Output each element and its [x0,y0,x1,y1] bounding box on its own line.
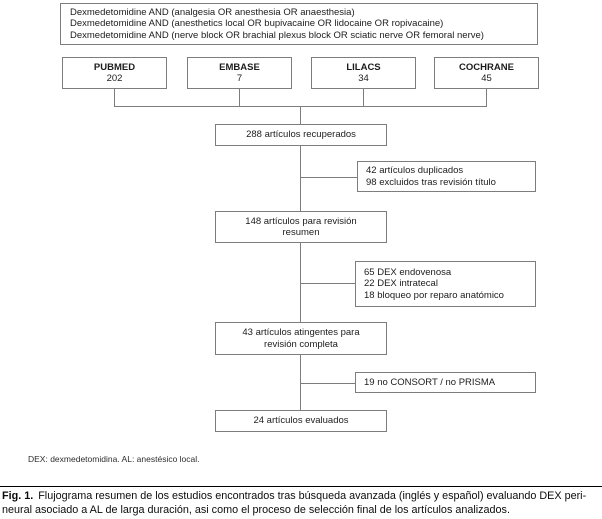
figure-caption: Fig. 1. Flujograma resumen de los estudio… [2,490,601,517]
connector-line [301,283,355,284]
excluded-abstract-line: 18 bloqueo por reparo anatómico [364,289,504,301]
connector-line [300,243,301,322]
database-count: 202 [106,73,123,84]
database-box-cochrane: COCHRANE 45 [434,57,539,89]
database-count: 7 [236,73,243,84]
connector-line [301,177,357,178]
connector-line [363,89,364,106]
excluded-title-line: 42 artículos duplicados [366,165,464,176]
evaluated-label: 24 artículos evaluados [253,415,349,427]
database-box-pubmed: PUBMED 202 [62,57,167,89]
evaluated-box: 24 artículos evaluados [215,410,387,432]
search-query-line: Dexmedetomidine AND (analgesia OR anesth… [70,6,355,18]
database-name: LILACS [346,61,381,73]
database-name: COCHRANE [459,61,514,73]
retrieved-label: 288 artículos recuperados [246,129,356,141]
connector-line [300,355,301,410]
retrieved-box: 288 artículos recuperados [215,124,387,146]
abstract-review-box: 148 artículos para revisión resumen [215,211,387,243]
excluded-full-box: 19 no CONSORT / no PRISMA [355,372,536,393]
connector-line [301,383,355,384]
full-review-box: 43 artículos atingentes para revisión co… [215,322,387,355]
connector-line [239,89,240,106]
database-box-lilacs: LILACS 34 [311,57,416,89]
search-query-line: Dexmedetomidine AND (anesthetics local O… [70,18,444,30]
figure-caption-label: Fig. 1. [2,490,34,502]
full-review-line: revisión completa [264,338,338,350]
connector-line [486,89,487,106]
database-name: EMBASE [219,61,260,73]
full-review-line: 43 artículos atingentes para [242,327,360,338]
caption-divider [0,486,602,487]
connector-line [114,89,115,106]
excluded-full-line: 19 no CONSORT / no PRISMA [364,376,496,388]
database-box-embase: EMBASE 7 [187,57,292,89]
database-name: PUBMED [93,61,136,73]
abstract-review-line: resumen [282,227,320,238]
database-count: 34 [358,73,369,84]
excluded-abstract-box: 65 DEX endovenosa 22 DEX intratecal 18 b… [355,261,536,307]
connector-line [300,106,301,124]
connector-line [300,146,301,211]
abstract-review-line: 148 artículos para revisión [245,215,357,227]
search-query-box: Dexmedetomidine AND (analgesia OR anesth… [60,3,538,45]
database-count: 45 [481,73,492,84]
excluded-title-line: 98 excluidos tras revisión título [366,176,496,188]
abbreviations-footnote: DEX: dexmedetomidina. AL: anestésico loc… [28,454,200,464]
search-query-line: Dexmedetomidine AND (nerve block OR brac… [70,29,484,41]
excluded-title-box: 42 artículos duplicados 98 excluidos tra… [357,161,536,192]
figure-caption-line1: Flujograma resumen de los estudios encon… [38,490,587,502]
excluded-abstract-line: 65 DEX endovenosa [364,266,452,278]
figure-caption-line2: neural asociado a AL de larga duración, … [2,503,510,516]
excluded-abstract-line: 22 DEX intratecal [364,278,438,290]
